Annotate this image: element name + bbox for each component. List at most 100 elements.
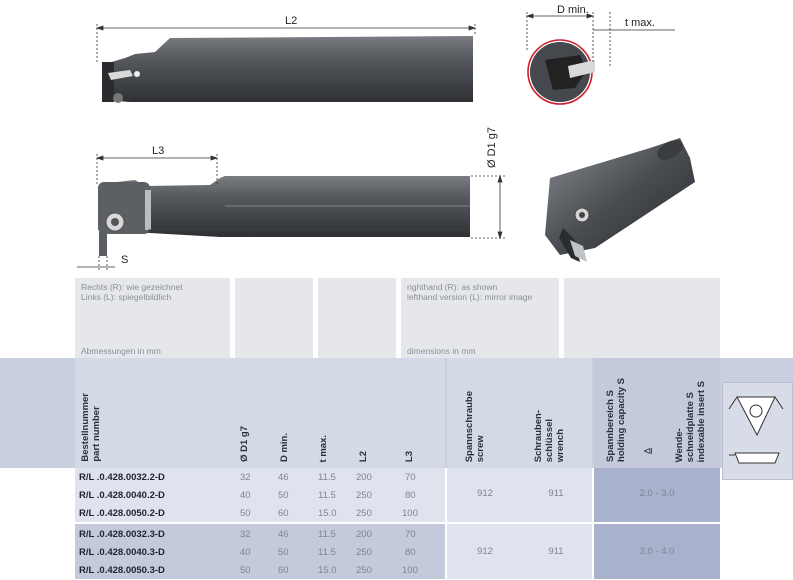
holding-symbol: ⧏ xyxy=(643,446,653,457)
note-cell-en: righthand (R): as shown lefthand version… xyxy=(401,278,559,358)
isometric-view xyxy=(545,138,695,262)
cell-l2: 200 xyxy=(356,472,372,483)
group2-screw: 912 xyxy=(477,546,493,557)
cell-part-number: R/L .0.428.0040.2-D xyxy=(79,490,165,501)
header-insert: Wende- schneidplatte S indexable insert … xyxy=(674,380,707,462)
cell-dmin: 50 xyxy=(278,490,289,501)
note-en-line1: righthand (R): as shown xyxy=(407,282,498,292)
cell-dmin: 46 xyxy=(278,472,289,483)
cell-part-number: R/L .0.428.0050.2-D xyxy=(79,508,165,519)
group1-holding: 2.0 - 3.0 xyxy=(639,488,675,499)
cell-l2: 250 xyxy=(356,565,372,576)
insert-icon-panel xyxy=(722,382,793,480)
note-en-units: dimensions in mm xyxy=(407,346,476,356)
cell-d1: 32 xyxy=(240,529,251,540)
cell-l3: 80 xyxy=(405,490,416,501)
group1-screw: 912 xyxy=(477,488,493,499)
cell-dmin: 50 xyxy=(278,547,289,558)
note-de-units: Abmessungen in mm xyxy=(81,346,161,356)
cell-l3: 100 xyxy=(402,565,418,576)
cell-l3: 70 xyxy=(405,529,416,540)
cell-l2: 250 xyxy=(356,490,372,501)
group1-wrench: 911 xyxy=(548,488,564,499)
note-cell-blank-1 xyxy=(235,278,313,358)
header-l3: L3 xyxy=(404,450,415,462)
cell-d1: 40 xyxy=(240,547,251,558)
header-part-number: Bestellnummer part number xyxy=(80,393,102,462)
table-row: R/L .0.428.0050.3-D 50 60 15.0 250 100 xyxy=(75,562,720,580)
label-d1: Ø D1 g7 xyxy=(486,127,498,168)
header-wrench: Schrauben- schlüssel wrench xyxy=(533,409,566,462)
label-dmin: D min. xyxy=(557,4,589,16)
header-l2: L2 xyxy=(358,450,369,462)
cell-tmax: 11.5 xyxy=(318,472,336,483)
cell-dmin: 60 xyxy=(278,508,289,519)
end-view xyxy=(527,39,595,105)
table-row: R/L .0.428.0032.3-D 32 46 11.5 200 70 xyxy=(75,526,720,544)
dimension-dmin-tmax xyxy=(525,12,675,66)
note-de-line2: Links (L): spiegelbildlich xyxy=(81,292,172,302)
label-s: S xyxy=(121,254,128,266)
table-row: R/L .0.428.0040.2-D 40 50 11.5 250 80 xyxy=(75,487,720,505)
cell-part-number: R/L .0.428.0032.3-D xyxy=(79,529,165,540)
cell-d1: 40 xyxy=(240,490,251,501)
note-cell-blank-3 xyxy=(564,278,720,358)
table-row: R/L .0.428.0050.2-D 50 60 15.0 250 100 xyxy=(75,505,720,523)
dimension-d1 xyxy=(471,174,505,240)
note-cell-blank-2 xyxy=(318,278,396,358)
technical-drawing: L2 L3 S xyxy=(75,0,720,278)
header-main xyxy=(75,358,445,468)
cell-tmax: 15.0 xyxy=(318,508,337,519)
table-body: R/L .0.428.0032.2-D 32 46 11.5 200 70 R/… xyxy=(75,468,720,579)
table-header: Bestellnummer part number Ø D1 g7 D min.… xyxy=(0,358,793,468)
cell-l2: 250 xyxy=(356,508,372,519)
tool-side-view xyxy=(98,176,470,256)
group2-holding: 3.0 - 4.0 xyxy=(639,546,675,557)
cell-d1: 50 xyxy=(240,508,251,519)
table-row: R/L .0.428.0040.3-D 40 50 11.5 250 80 xyxy=(75,544,720,562)
label-l3: L3 xyxy=(152,145,164,157)
cell-part-number: R/L .0.428.0040.3-D xyxy=(79,547,165,558)
insert-shape-icon xyxy=(728,396,784,464)
note-de-line1: Rechts (R): wie gezeichnet xyxy=(81,282,183,292)
group1-main-bg xyxy=(75,468,445,522)
cell-dmin: 60 xyxy=(278,565,289,576)
group1-cap-bg xyxy=(594,468,720,522)
cell-tmax: 11.5 xyxy=(318,490,336,501)
header-screw: Spannschraube screw xyxy=(464,390,486,462)
group1-acc-bg xyxy=(447,468,592,522)
header-accessories xyxy=(447,358,592,468)
tool-drawing-svg: L2 L3 S xyxy=(77,4,695,270)
cell-l3: 80 xyxy=(405,547,416,558)
note-en-line2: lefthand version (L): mirror image xyxy=(407,292,533,302)
header-dmin: D min. xyxy=(279,432,290,462)
group2-cap-bg xyxy=(594,524,720,579)
cell-part-number: R/L .0.428.0050.3-D xyxy=(79,565,165,576)
cell-l2: 200 xyxy=(356,529,372,540)
cell-d1: 50 xyxy=(240,565,251,576)
header-tmax: t max. xyxy=(318,434,329,462)
cell-part-number: R/L .0.428.0032.2-D xyxy=(79,472,165,483)
group2-main-bg xyxy=(75,524,445,579)
cell-d1: 32 xyxy=(240,472,251,483)
group2-acc-bg xyxy=(447,524,592,579)
header-holding: Spannbereich S holding capacity S xyxy=(605,378,627,462)
dimension-l2 xyxy=(95,24,477,62)
cell-tmax: 15.0 xyxy=(318,565,337,576)
dimension-s xyxy=(77,256,115,270)
notes-band: Rechts (R): wie gezeichnet Links (L): sp… xyxy=(75,278,720,358)
label-l2: L2 xyxy=(285,15,297,27)
note-cell-de: Rechts (R): wie gezeichnet Links (L): sp… xyxy=(75,278,230,358)
cell-tmax: 11.5 xyxy=(318,529,336,540)
dimension-l3 xyxy=(95,154,219,186)
label-tmax: t max. xyxy=(625,17,655,29)
cell-l2: 250 xyxy=(356,547,372,558)
header-d1: Ø D1 g7 xyxy=(239,426,250,462)
tool-top-view xyxy=(102,36,473,103)
cell-l3: 100 xyxy=(402,508,418,519)
header-capacity xyxy=(594,358,720,468)
table-row: R/L .0.428.0032.2-D 32 46 11.5 200 70 xyxy=(75,469,720,487)
group2-wrench: 911 xyxy=(548,546,564,557)
cell-tmax: 11.5 xyxy=(318,547,336,558)
cell-l3: 70 xyxy=(405,472,416,483)
